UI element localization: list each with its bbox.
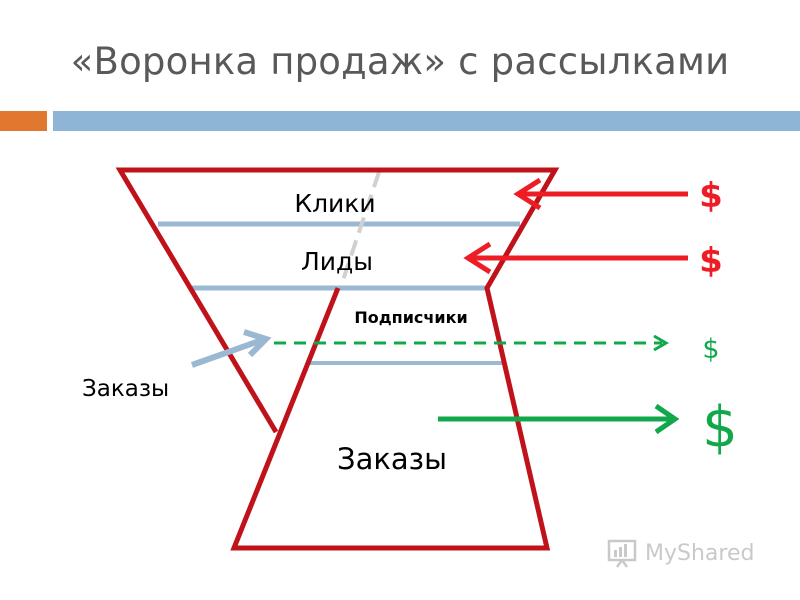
slide-title: «Воронка продаж» с рассылками: [70, 40, 730, 83]
dollar-green-small: $: [702, 334, 719, 365]
blue-pointer-arrowhead: [243, 329, 272, 358]
label-orders-main: Заказы: [337, 442, 447, 476]
blue-pointer-arrow: [190, 337, 264, 368]
myshared-logo: MyShared: [607, 538, 754, 568]
red-arrowhead-mid: [463, 241, 492, 275]
label-subscribers: Подписчики: [354, 308, 467, 327]
label-clicks: Клики: [294, 189, 375, 218]
funnel-outer-outline: [115, 167, 560, 551]
gray-dashed-line: [339, 171, 381, 287]
myshared-logo-icon: [607, 539, 637, 568]
dollar-red-top: $: [699, 176, 723, 216]
accent-bar-orange: [0, 111, 47, 131]
dollar-red-mid: $: [699, 241, 723, 281]
green-dashed-arrowhead: [653, 334, 669, 352]
green-arrowhead: [654, 403, 680, 435]
myshared-logo-text: MyShared: [645, 540, 755, 566]
label-leads: Лиды: [301, 247, 373, 276]
accent-bar-blue: [53, 111, 800, 131]
label-orders-side: Заказы: [82, 376, 169, 402]
red-arrowhead-top: [513, 177, 542, 211]
dollar-green-big: $: [702, 395, 738, 460]
